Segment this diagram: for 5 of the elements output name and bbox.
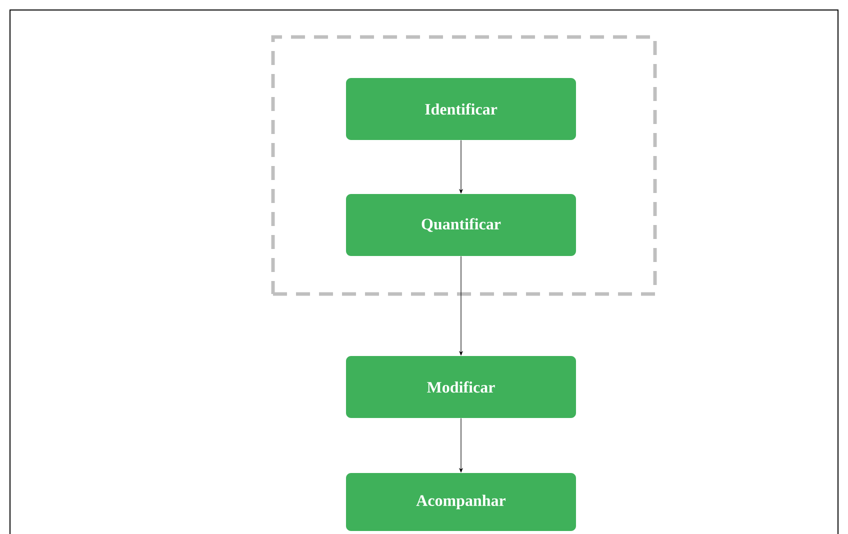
process-box: Modificar — [346, 356, 576, 418]
dashed-group-box — [271, 35, 657, 296]
process-box: Identificar — [346, 78, 576, 140]
process-box: Quantificar — [346, 194, 576, 256]
process-box: Acompanhar — [346, 473, 576, 531]
